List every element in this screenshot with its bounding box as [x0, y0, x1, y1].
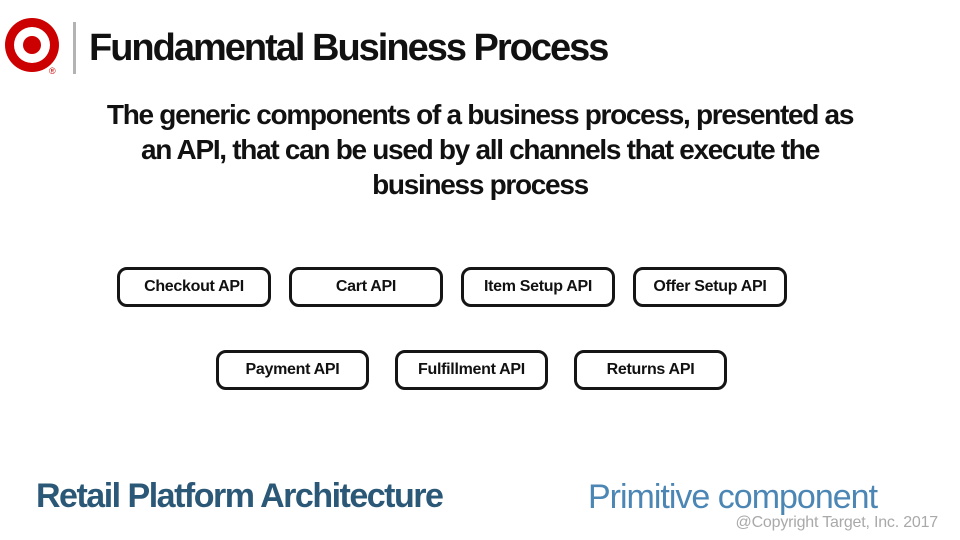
- registered-trademark-symbol: ®: [49, 66, 56, 76]
- api-box-row-2: Payment API Fulfillment API Returns API: [216, 350, 727, 390]
- api-box-row-1: Checkout API Cart API Item Setup API Off…: [117, 267, 787, 307]
- api-box-fulfillment: Fulfillment API: [395, 350, 548, 390]
- footer-right-label: Primitive component: [588, 478, 878, 516]
- subtitle-line-1: The generic components of a business pro…: [106, 99, 854, 130]
- api-box-cart: Cart API: [289, 267, 443, 307]
- api-box-returns: Returns API: [574, 350, 727, 390]
- api-box-payment: Payment API: [216, 350, 369, 390]
- subtitle-line-3: business process: [372, 169, 589, 200]
- copyright-notice: @Copyright Target, Inc. 2017: [735, 514, 939, 531]
- slide-subtitle: The generic components of a business pro…: [40, 97, 920, 202]
- target-bullseye-icon: [5, 18, 59, 72]
- logo-divider-line: [73, 22, 76, 74]
- api-box-offer-setup: Offer Setup API: [633, 267, 787, 307]
- slide-title: Fundamental Business Process: [89, 27, 609, 69]
- footer-left-title: Retail Platform Architecture: [36, 477, 444, 515]
- api-box-checkout: Checkout API: [117, 267, 271, 307]
- api-box-item-setup: Item Setup API: [461, 267, 615, 307]
- bullseye-center-dot: [23, 36, 41, 54]
- subtitle-line-2: an API, that can be used by all channels…: [141, 134, 820, 165]
